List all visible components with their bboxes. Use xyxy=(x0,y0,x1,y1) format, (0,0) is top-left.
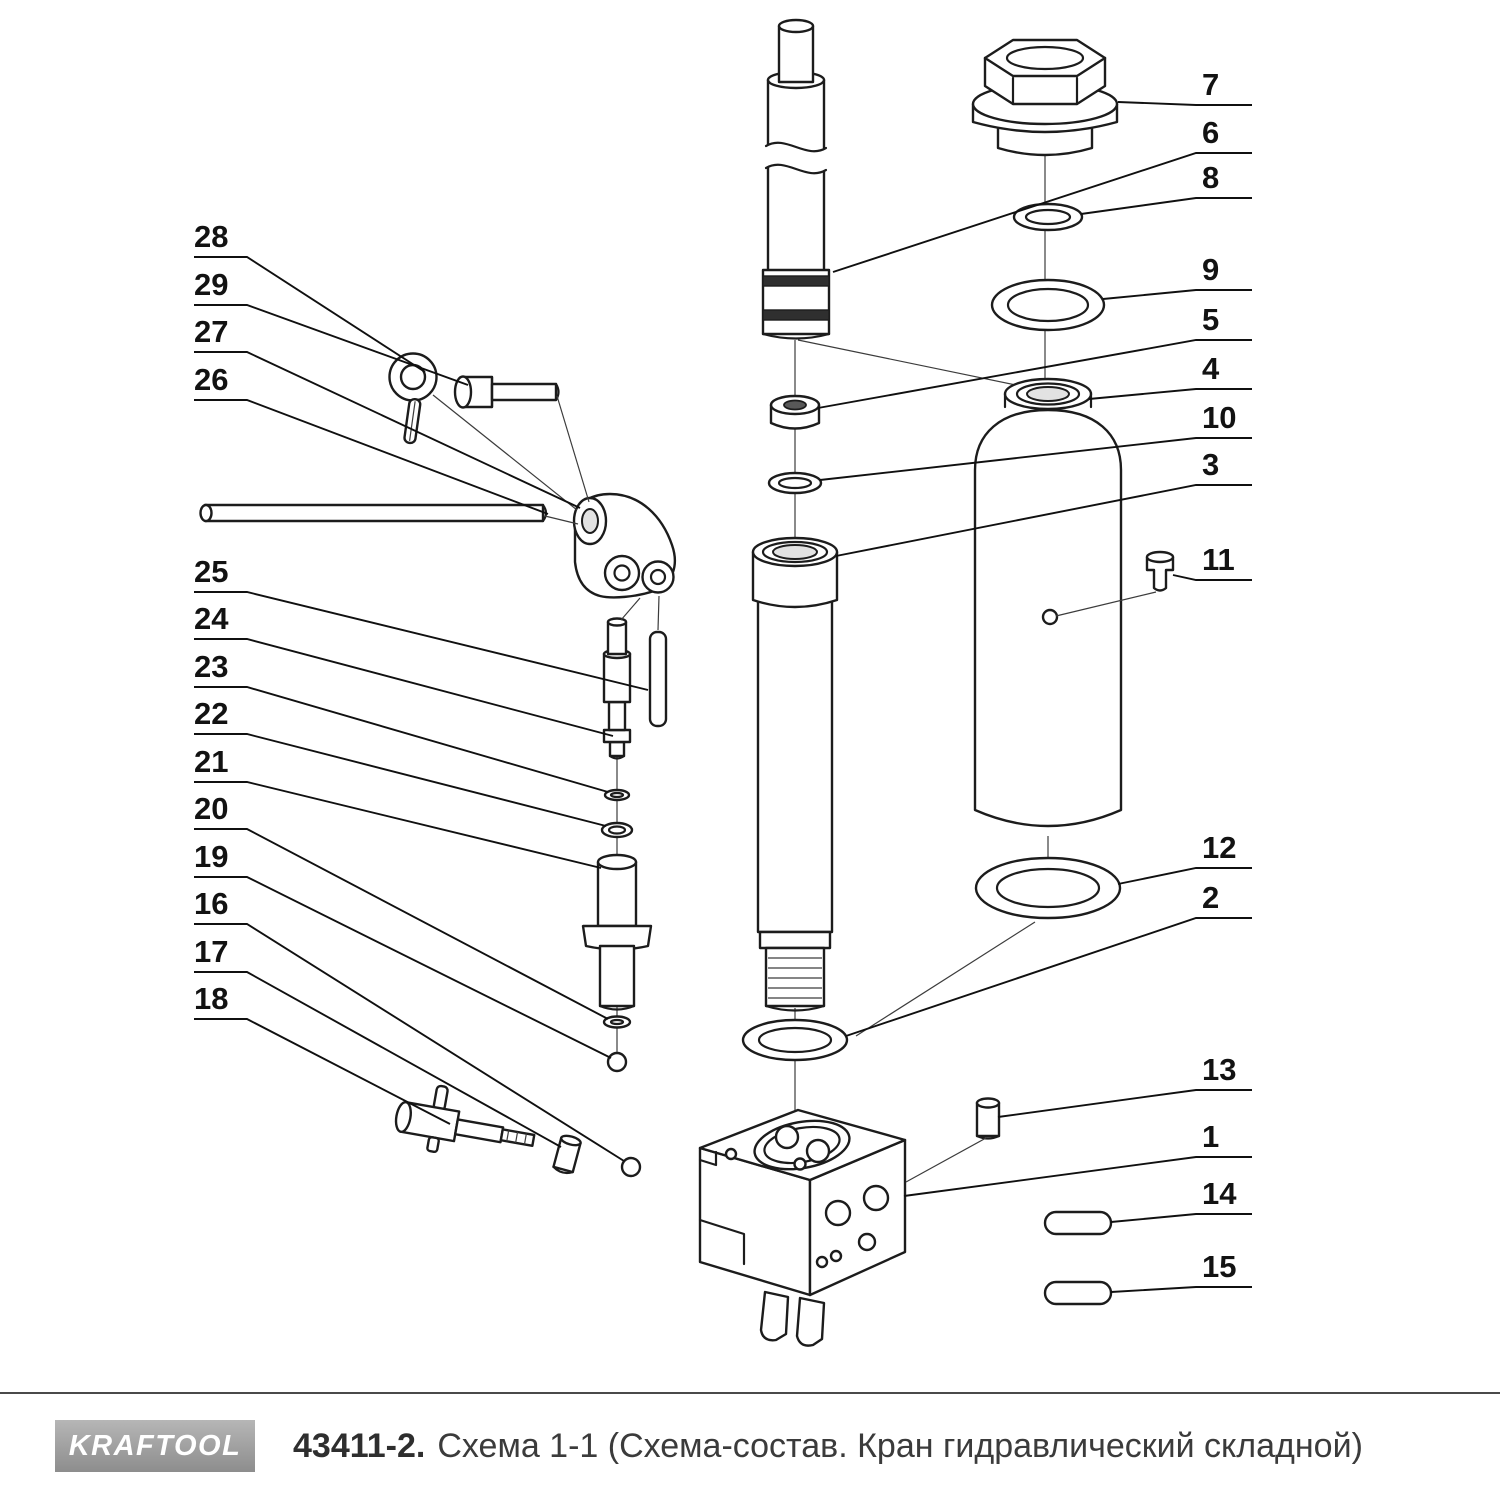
callout-11: 11 xyxy=(1202,542,1235,577)
callout-20: 20 xyxy=(194,791,228,826)
part-roller-15 xyxy=(1043,1280,1113,1306)
callout-4: 4 xyxy=(1202,351,1220,386)
callout-29: 29 xyxy=(194,267,228,302)
callout-9: 9 xyxy=(1202,252,1219,287)
part-roll-pin xyxy=(648,630,668,728)
callout-10: 10 xyxy=(1202,400,1236,435)
part-ring-pin xyxy=(388,352,438,445)
part-handle-rod xyxy=(199,503,548,523)
callout-28: 28 xyxy=(194,219,228,254)
part-oring-cylinder xyxy=(741,1018,849,1062)
part-pump-piston xyxy=(581,853,653,1011)
part-ball-19 xyxy=(606,1051,628,1073)
callout-12: 12 xyxy=(1202,830,1236,865)
callout-14: 14 xyxy=(1202,1176,1237,1211)
callout-6: 6 xyxy=(1202,115,1219,150)
part-tank xyxy=(973,377,1123,828)
part-vent-bolt xyxy=(1145,550,1175,592)
scheme-caption-row: 43411-2. Схема 1-1 (Схема-состав. Кран ги… xyxy=(293,1427,1363,1466)
callout-27: 27 xyxy=(194,314,228,349)
part-oring-23 xyxy=(603,788,631,802)
callout-1: 1 xyxy=(1202,1119,1219,1154)
part-valve-pin xyxy=(602,617,632,760)
callout-25: 25 xyxy=(194,554,228,589)
part-oring-rod xyxy=(767,471,823,495)
part-cylinder xyxy=(751,536,839,1012)
part-roller-14 xyxy=(1043,1210,1113,1236)
callout-26: 26 xyxy=(194,362,228,397)
callout-3: 3 xyxy=(1202,447,1219,482)
callouts: 28 29 27 26 25 24 23 22 21 20 19 16 17 1… xyxy=(194,67,1237,1284)
brand-text: KRAFTOOL xyxy=(68,1429,242,1462)
callout-23: 23 xyxy=(194,649,228,684)
part-washer-large xyxy=(990,278,1106,332)
part-release-screw xyxy=(394,1084,536,1154)
part-gland-nut xyxy=(769,394,821,430)
part-filler-cap xyxy=(971,38,1119,157)
callout-15: 15 xyxy=(1202,1249,1236,1284)
part-pin-13 xyxy=(975,1097,1001,1140)
part-oring-small xyxy=(1012,202,1084,232)
exploded-diagram: 28 29 27 26 25 24 23 22 21 20 19 16 17 1… xyxy=(194,18,1252,1347)
kraftool-logo: KRAFTOOL xyxy=(55,1420,255,1472)
callout-2: 2 xyxy=(1202,880,1219,915)
callout-8: 8 xyxy=(1202,160,1219,195)
part-base-block xyxy=(698,1108,907,1347)
callout-13: 13 xyxy=(1202,1052,1236,1087)
callout-16: 16 xyxy=(194,886,228,921)
part-ball-16 xyxy=(620,1156,642,1178)
callout-22: 22 xyxy=(194,696,228,731)
part-oring-20 xyxy=(602,1015,632,1029)
callout-24: 24 xyxy=(194,601,229,636)
callout-18: 18 xyxy=(194,981,228,1016)
callout-7: 7 xyxy=(1202,67,1219,102)
part-handle-bolt xyxy=(453,375,560,409)
part-oring-tank xyxy=(974,856,1122,920)
part-piston-rod xyxy=(761,18,831,340)
scheme-number: 43411-2. xyxy=(293,1426,426,1465)
leader-lines xyxy=(194,101,1252,1293)
scheme-caption: Схема 1-1 (Схема-состав. Кран гидравличе… xyxy=(437,1426,1363,1465)
callout-21: 21 xyxy=(194,744,228,779)
part-sleeve-17 xyxy=(552,1134,582,1175)
part-oring-22 xyxy=(600,821,634,839)
annotation-lines xyxy=(432,394,1157,1183)
footer: KRAFTOOL 43411-2. Схема 1-1 (Схема-состав… xyxy=(0,1392,1500,1498)
callout-5: 5 xyxy=(1202,302,1219,337)
callout-19: 19 xyxy=(194,839,228,874)
part-handle-socket xyxy=(572,492,677,599)
callout-17: 17 xyxy=(194,934,228,969)
